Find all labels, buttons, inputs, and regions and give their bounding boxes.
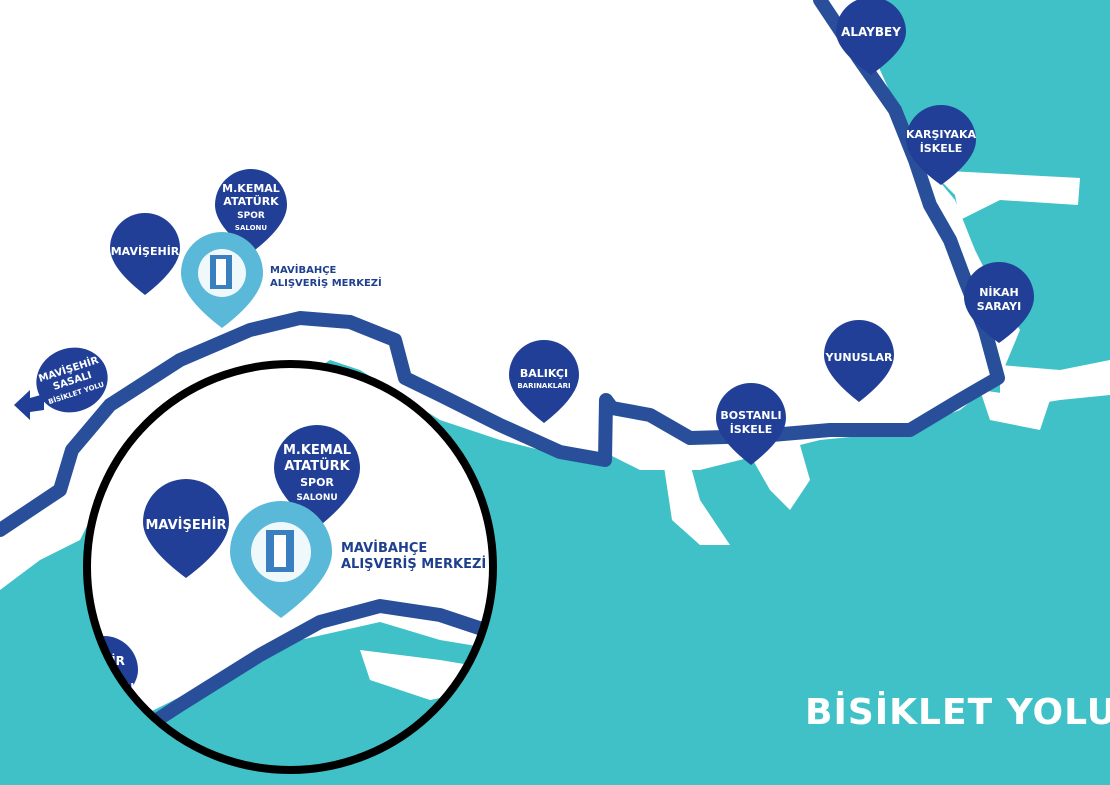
- alaybey-label: ALAYBEY: [841, 25, 901, 39]
- balikci-line-1: BALIKÇI: [520, 367, 568, 380]
- pin-mavibahce[interactable]: MAVİBAHÇE ALIŞVERİŞ MERKEZİ: [181, 232, 382, 328]
- karsiyaka-line-1: KARŞIYAKA: [906, 128, 976, 141]
- pin-nikah-sarayi[interactable]: NİKAH SARAYI: [964, 262, 1034, 343]
- map-pin-icon: [110, 213, 180, 295]
- pin-alaybey[interactable]: ALAYBEY: [836, 0, 906, 75]
- pin-mkemal-ataturk[interactable]: M.KEMAL ATATÜRK SPOR SALONU: [215, 169, 287, 253]
- karsiyaka-line-2: İSKELE: [920, 141, 963, 155]
- map-pin-icon: [274, 425, 360, 528]
- nikah-line-1: NİKAH: [979, 285, 1019, 299]
- map-pin-icon: [143, 479, 229, 578]
- balikci-line-2: BARINAKLARI: [517, 382, 570, 390]
- zoom-pin-mavibahce[interactable]: MAVİBAHÇE ALIŞVERİŞ MERKEZİ: [230, 501, 486, 618]
- zoom-mavibahce-line-2: ALIŞVERİŞ MERKEZİ: [341, 556, 486, 572]
- map-pin-icon: [906, 105, 976, 185]
- land-pier-c: [930, 170, 1080, 220]
- sasali-arrow-icon: [14, 390, 44, 420]
- map-pin-icon: [716, 383, 786, 465]
- mkemal-line-3: SPOR: [237, 211, 265, 221]
- zoom-mkemal-line-2: ATATÜRK: [284, 458, 350, 474]
- zoom-mavisehir-label: MAVİŞEHİR: [146, 517, 227, 533]
- mkemal-line-4: SALONU: [235, 224, 267, 232]
- pin-mavisehir[interactable]: MAVİŞEHİR: [110, 213, 180, 295]
- yunuslar-label: YUNUSLAR: [825, 351, 893, 364]
- pin-yunuslar[interactable]: YUNUSLAR: [824, 320, 894, 402]
- pin-balikci-barinaklari[interactable]: BALIKÇI BARINAKLARI: [509, 340, 579, 423]
- mkemal-line-1: M.KEMAL: [222, 182, 280, 195]
- land-pier-a: [630, 440, 730, 545]
- pin-karsiyaka-iskele[interactable]: KARŞIYAKA İSKELE: [906, 105, 976, 185]
- zoom-pin-mavisehir[interactable]: MAVİŞEHİR: [143, 479, 229, 578]
- land-pier-b: [720, 445, 810, 510]
- map-title: BİSİKLET YOLU: [805, 691, 1110, 733]
- zoom-mkemal-line-3: SPOR: [300, 476, 334, 489]
- map-pin-icon: [824, 320, 894, 402]
- bostanli-line-2: İSKELE: [730, 422, 773, 436]
- sasali-route-badge[interactable]: MAVİŞEHİR SASALI BİSİKLET YOLU: [14, 338, 116, 421]
- mavisehir-label: MAVİŞEHİR: [111, 244, 180, 258]
- zoom-mavibahce-line-1: MAVİBAHÇE: [341, 540, 427, 556]
- mavibahce-line-1: MAVİBAHÇE: [270, 262, 337, 276]
- zoom-pin-mkemal-ataturk[interactable]: M.KEMAL ATATÜRK SPOR SALONU: [274, 425, 360, 528]
- zoom-mkemal-line-4: SALONU: [296, 493, 337, 503]
- zoom-route-line: [87, 599, 493, 770]
- mavibahce-line-2: ALIŞVERİŞ MERKEZİ: [270, 275, 382, 289]
- map-pin-icon: [215, 169, 287, 253]
- zoom-mkemal-line-1: M.KEMAL: [283, 443, 351, 458]
- pin-bostanli-iskele[interactable]: BOSTANLI İSKELE: [716, 383, 786, 465]
- bostanli-line-1: BOSTANLI: [720, 409, 781, 422]
- map-pin-icon: [964, 262, 1034, 343]
- nikah-line-2: SARAYI: [977, 300, 1021, 313]
- map-pin-icon: [509, 340, 579, 423]
- land-pier-e: [980, 390, 1050, 430]
- mkemal-line-2: ATATÜRK: [223, 194, 279, 208]
- map-pin-icon: [836, 0, 906, 75]
- bike-route-line: [0, 0, 1005, 537]
